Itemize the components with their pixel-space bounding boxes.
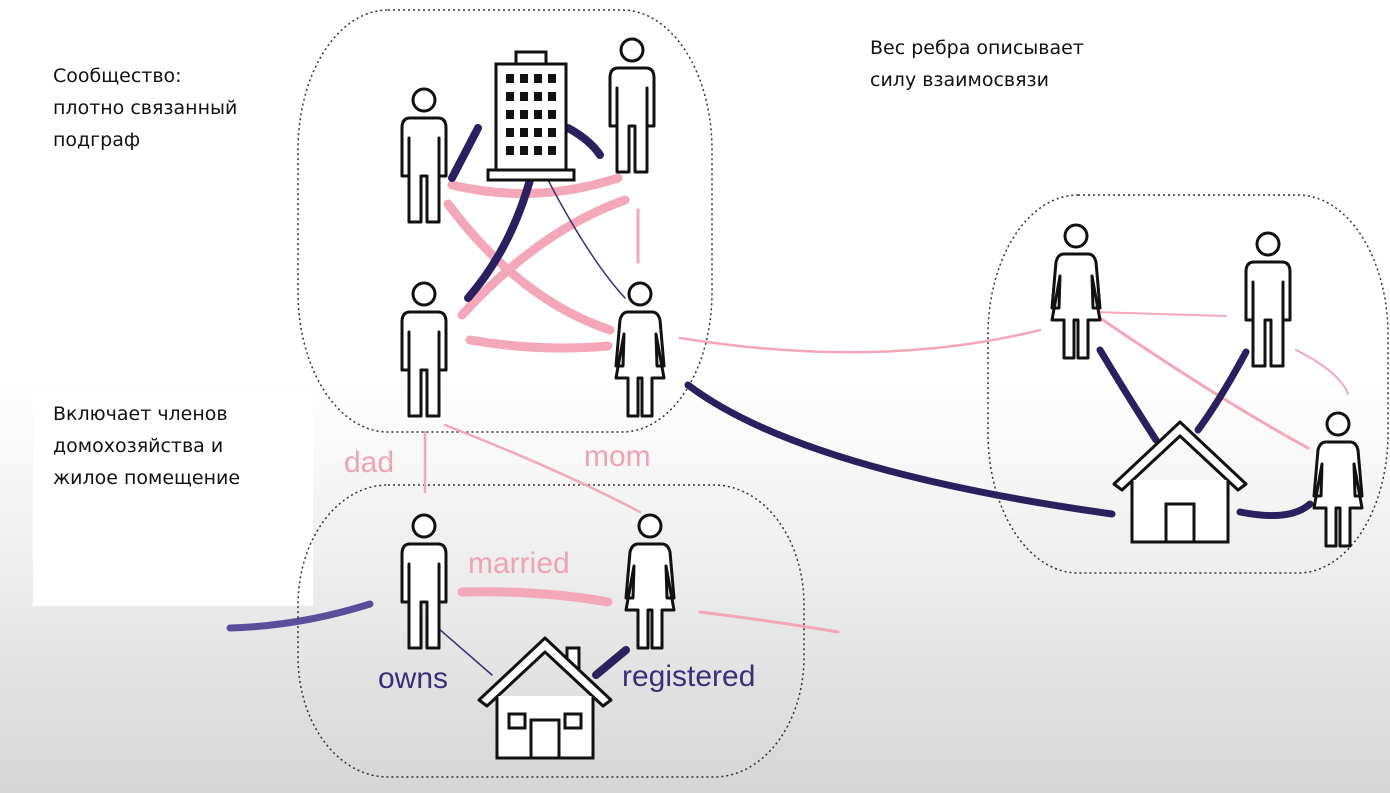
person-man-top-left [400,87,448,224]
edges-right-community [1091,311,1349,520]
edge-weight-note-panel [848,20,1208,195]
office-building-icon [486,50,576,182]
edge-label-married: married [468,547,570,580]
edge-weight-note: Вес ребра описывает силу взаимосвязи [870,37,1084,91]
person-woman-right-bottom [1312,411,1364,548]
community-note: Сообщество: плотно связанный подграф [53,65,238,151]
person-man-right-top [1244,231,1292,368]
person-man-bottom [400,513,448,650]
person-man-middle-left [400,281,448,418]
edge-label-mom: mom [584,440,651,473]
household-note: Включает членов домохозяйства и жилое по… [53,403,241,489]
house-icon-bottom [477,636,613,760]
edge-label-dad: dad [344,446,394,479]
edges-top-community [443,124,640,353]
person-man-top-right [608,37,656,174]
person-woman-right-top [1050,223,1102,360]
edges-bottom-community [437,587,630,679]
person-woman-middle-right [614,281,666,418]
community-boundary-right [987,194,1389,574]
person-woman-bottom [624,513,676,650]
edges-between-communities [226,328,1116,634]
edge-label-registered: registered [622,660,755,693]
edge-label-owns: owns [378,662,448,695]
community-boundary-bottom [297,484,805,778]
household-note-panel [33,388,313,606]
community-boundary-top [297,9,713,433]
house-icon-right [1112,420,1248,544]
